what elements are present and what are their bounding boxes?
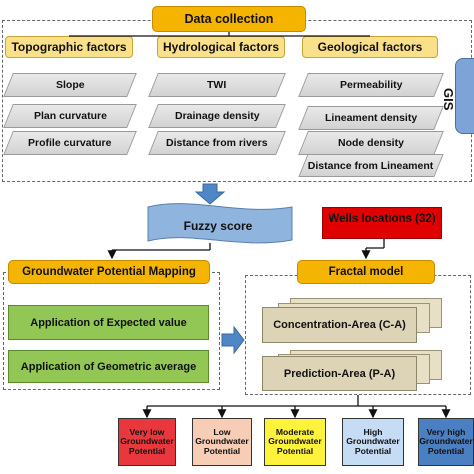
- geological-factors-header: Geological factors: [302, 36, 438, 58]
- gpm-item-geometric-average: Application of Geometric average: [8, 350, 209, 383]
- data-collection-connector: [69, 32, 370, 37]
- gpm-title: Groundwater Potential Mapping: [8, 260, 210, 284]
- fractal-model-title: Fractal model: [297, 260, 435, 284]
- wells-connector: [361, 239, 385, 260]
- fuzzy-score-label: Fuzzy score: [183, 219, 253, 233]
- fractal-item-pa: Prediction-Area (P-A): [262, 356, 417, 391]
- classes-connector: [142, 395, 451, 419]
- right-arrow-icon: [221, 325, 245, 355]
- down-arrow-icon: [194, 183, 226, 205]
- wells-locations-box: [322, 207, 442, 239]
- gis-tab: [455, 58, 474, 134]
- fuzzy-connector: [107, 243, 211, 260]
- data-collection-title: Data collection: [152, 6, 306, 32]
- gpm-item-expected-value: Application of Expected value: [8, 305, 209, 340]
- fractal-item-ca: Concentration-Area (C-A): [262, 307, 417, 343]
- topographic-factors-header: Topographic factors: [5, 36, 133, 58]
- wells-locations-label: Wells locations (32): [328, 213, 436, 225]
